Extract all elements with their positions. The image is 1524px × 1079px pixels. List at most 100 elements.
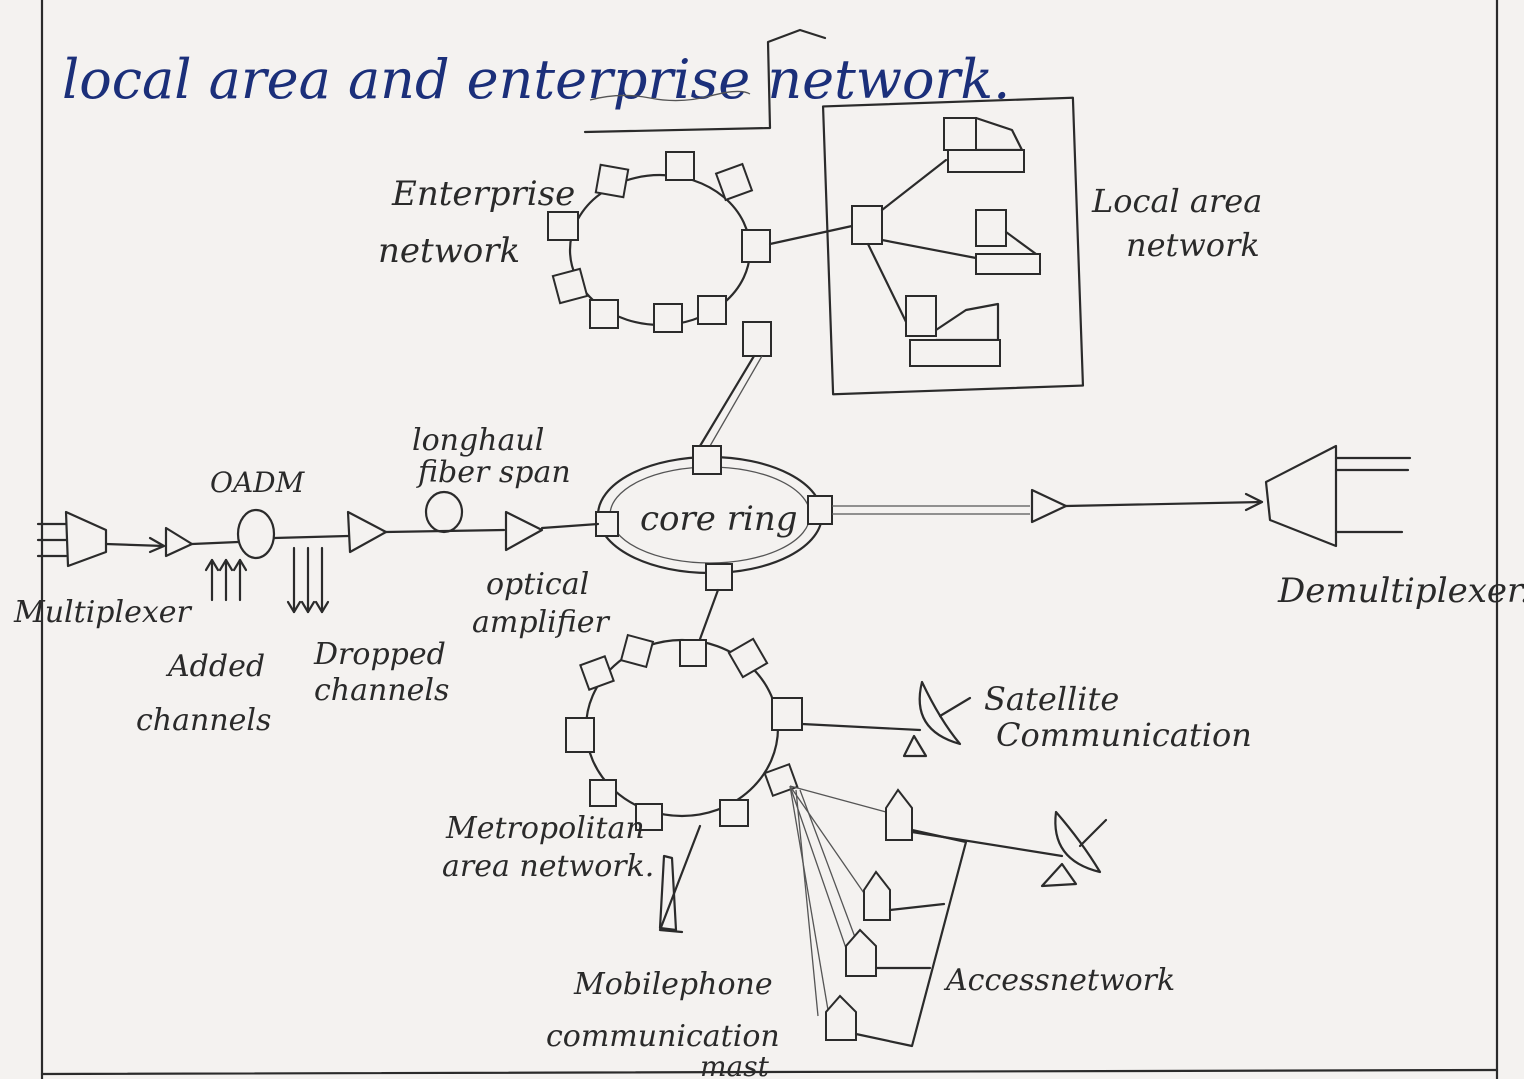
arrow-head [148,536,166,554]
amplifier-triangle [1030,488,1068,524]
access-bus [854,828,968,1048]
longhaul-label-1: longhaul [412,423,544,458]
enterprise-node [594,163,630,199]
house-icon [885,788,913,841]
satellite-label-1: Satellite [984,680,1119,718]
monitor-screen [934,302,1000,342]
enterprise-core-link [709,355,763,447]
fan-line [795,789,819,1017]
lan-label-2: network [1126,226,1260,264]
fiber-line [272,534,350,540]
enterprise-node [741,229,771,263]
amplifier-label-2: amplifier [472,605,610,640]
core-node [692,445,722,475]
dish-feed [938,696,972,718]
scribble-mark [589,90,751,102]
enterprise-node [665,151,695,181]
metro-node [565,717,595,753]
enterprise-label-1: Enterprise [391,174,575,214]
keyboard [909,339,1001,367]
access-link [888,902,946,912]
arrow-head [1244,492,1264,512]
amplifier-label-1: optical [486,567,589,602]
dish-stand [1040,862,1078,888]
metro-node [771,697,803,731]
enterprise-node [589,299,619,329]
house-icon [845,928,877,977]
lan-box [821,96,1085,396]
monitor [943,117,977,151]
metro-node [719,799,749,827]
mast-label-3: mast [700,1050,770,1079]
lan-label-1: Local area [1091,182,1262,220]
multiplexer-label: Multiplexer [13,595,193,630]
enterprise-core-link [698,354,756,448]
fan-line [799,789,857,941]
enterprise-node [547,211,579,241]
oadm-label: OADM [210,466,306,499]
house-icon [825,994,857,1041]
strikeout-box [583,28,827,134]
keyboard [975,253,1041,275]
satellite-dish-icon [902,680,972,758]
dish [918,680,962,746]
multiplexer-shape [64,510,108,568]
metro-node [635,803,663,831]
fiber-spool [424,490,464,534]
monitor [905,295,937,337]
enterprise-lan-link [768,224,854,246]
metro-label-1: Metropolitan [445,811,645,846]
lan-hub [851,205,883,245]
access-fan-lines [789,785,887,1017]
lan-computer [943,116,1025,173]
satellite-link [800,722,922,732]
mast-label-2: communication [546,1019,780,1054]
house-icon [863,870,891,921]
enterprise-node [653,303,683,333]
monitor-screen [974,116,1024,152]
monitor [975,209,1007,247]
add-arrow-heads [204,558,248,572]
keyboard [947,149,1025,173]
lan-computer [975,209,1042,275]
added-label-1: Added [165,649,265,684]
metro-label-2: area network. [442,849,654,884]
intro-text: local area and enterprise network. [62,48,1010,111]
core-ring-label: core ring [640,499,797,539]
enterprise-node [551,267,589,305]
amplifier-triangle [164,526,194,558]
demux-label: Demultiplexer. [1277,571,1524,611]
amplifier-triangle [346,510,388,554]
lan-link [866,242,912,332]
longhaul-label-2: fiber span [416,455,571,490]
core-node [705,563,733,591]
metro-node [727,637,769,679]
fiber-line [190,540,240,546]
mast-link [658,824,702,934]
enterprise-node [742,321,772,357]
dropped-channel-arrows [286,546,330,614]
dropped-label-1: Dropped [313,637,446,672]
metro-node [579,655,615,691]
enterprise-nodes [547,151,772,357]
added-label-2: channels [136,703,271,738]
fan-line [789,785,829,1011]
metro-node [763,762,799,798]
fiber-line [540,522,600,530]
lan-link [880,238,978,260]
fiber-line [104,542,166,548]
satellite-dish-icon [1040,810,1108,888]
enterprise-node [714,162,754,202]
enterprise-label-2: network [378,231,520,271]
amplifier-triangle [504,510,544,552]
dish-stand [902,734,928,758]
drop-arrow-heads [286,600,330,614]
metro-node [679,639,707,667]
access-nodes [825,788,913,1041]
dish-feed [1078,818,1108,848]
fan-line [789,785,867,897]
mobile-mast-icon [658,854,678,932]
dish [1054,810,1102,874]
